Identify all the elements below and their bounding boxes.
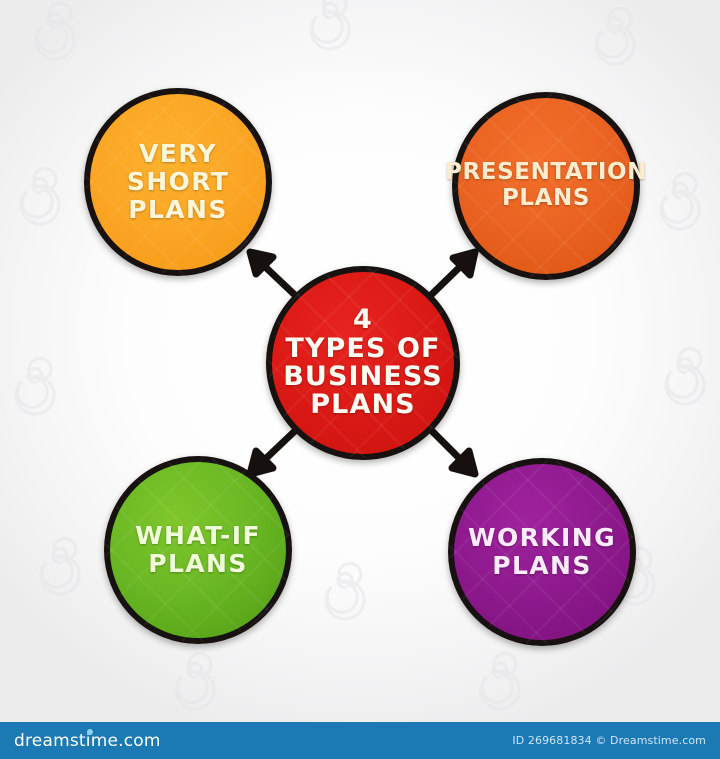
dreamstime-logo-text: dreamstime.com — [14, 730, 161, 751]
node-working-plans-label: WORKING PLANS — [468, 523, 616, 580]
arrows-layer — [246, 248, 479, 478]
logo-dot-icon — [87, 728, 93, 735]
node-working-plans[interactable]: WORKING PLANS — [448, 458, 636, 646]
arrow-to-very-short — [246, 248, 301, 301]
mind-map-stage: 4 TYPES OF BUSINESS PLANS VERY SHORT PLA… — [84, 88, 646, 646]
node-presentation-plans[interactable]: PRESENTATION PLANS — [445, 92, 646, 280]
watermark-footer: dreamstime.com ID 269681834 © Dreamstime… — [0, 722, 720, 759]
node-center[interactable]: 4 TYPES OF BUSINESS PLANS — [266, 266, 460, 460]
dreamstime-logo[interactable]: dreamstime.com — [14, 728, 161, 751]
node-very-short-plans[interactable]: VERY SHORT PLANS — [84, 88, 272, 276]
arrow-to-working — [426, 425, 479, 478]
arrow-to-what-if — [246, 425, 301, 478]
image-credit: ID 269681834 © Dreamstime.com — [512, 734, 706, 747]
node-presentation-plans-label: PRESENTATION PLANS — [445, 159, 647, 211]
node-what-if-plans-label: WHAT-IF PLANS — [135, 521, 261, 578]
node-center-label: 4 TYPES OF BUSINESS PLANS — [283, 304, 443, 421]
node-what-if-plans[interactable]: WHAT-IF PLANS — [104, 456, 292, 644]
node-very-short-plans-label: VERY SHORT PLANS — [126, 139, 230, 224]
arrow-to-presentation — [426, 248, 479, 300]
